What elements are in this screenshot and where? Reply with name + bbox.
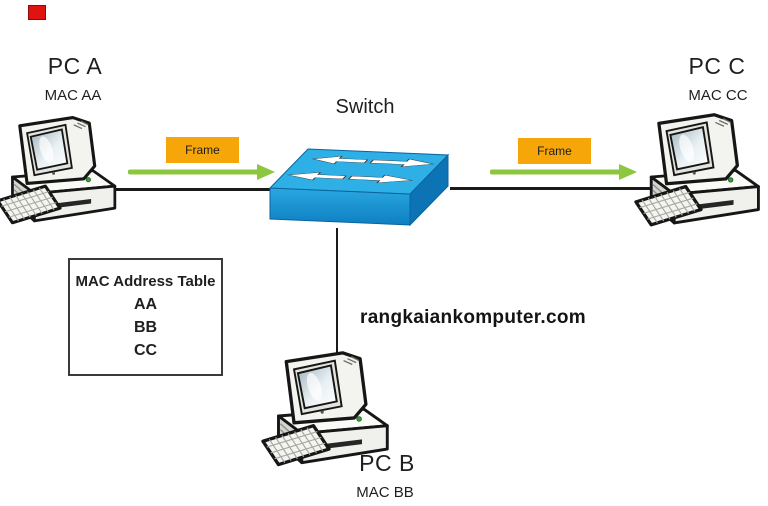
pc-b-label: PC B: [359, 450, 415, 476]
pc-a-mac-label: MAC AA: [44, 87, 102, 104]
frame-right-label: Frame: [537, 144, 572, 158]
switch-label: Switch: [335, 96, 395, 118]
frame-left-label: Frame: [185, 143, 220, 157]
link-line-switch-pcc: [450, 187, 666, 190]
frame-badge-right: Frame: [518, 138, 591, 164]
pc-c-mac-label: MAC CC: [688, 87, 748, 104]
mac-address-table: MAC Address Table AA BB CC: [68, 258, 223, 376]
mac-table-entry-cc: CC: [133, 342, 158, 359]
pc-a-desktop-icon: [0, 110, 124, 244]
frame-badge-left: Frame: [166, 137, 239, 163]
switch-icon: [268, 148, 450, 227]
flow-arrow-left-icon: [128, 164, 275, 180]
red-square-marker: [28, 5, 46, 20]
pc-c-label: PC C: [688, 53, 746, 79]
mac-table-entry-aa: AA: [133, 296, 158, 313]
mac-table-entry-bb: BB: [133, 319, 158, 336]
flow-arrow-right-icon: [490, 164, 637, 180]
pc-a-label: PC A: [47, 53, 103, 79]
link-line-switch-pcb: [336, 228, 338, 354]
pc-c-desktop-icon: [634, 110, 768, 244]
link-line-pca-switch: [114, 188, 272, 191]
mac-table-title: MAC Address Table: [75, 273, 216, 290]
pc-b-mac-label: MAC BB: [356, 484, 414, 501]
watermark-text: rangkaiankomputer.com: [360, 307, 586, 328]
